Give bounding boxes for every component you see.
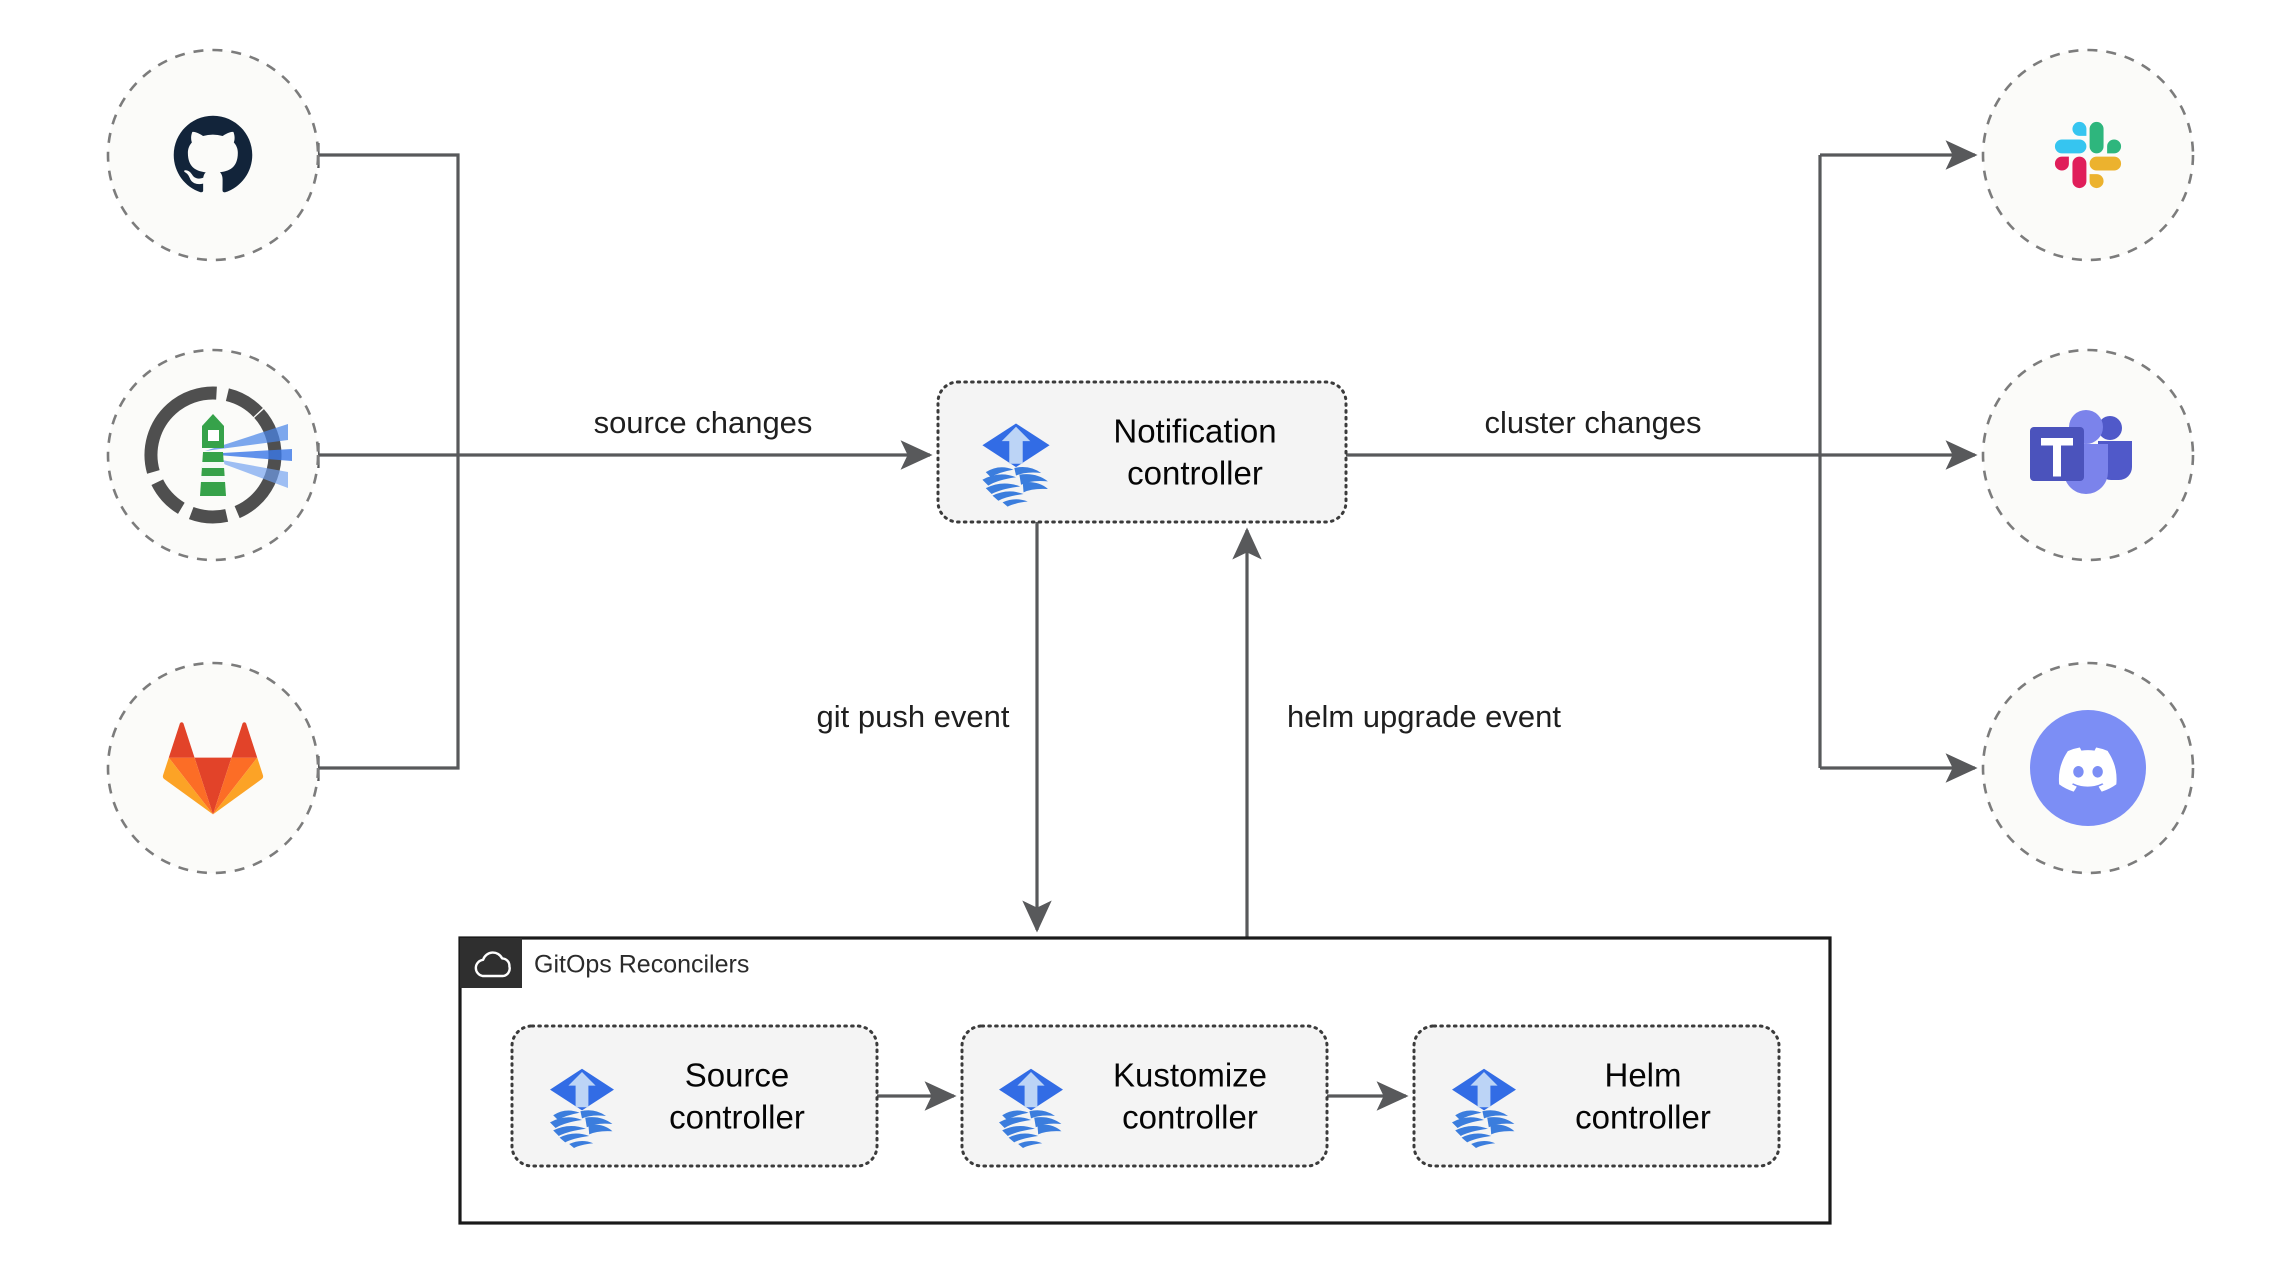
source-controller-label-line2: controller: [669, 1099, 805, 1136]
source-node-flux[interactable]: [106, 348, 320, 562]
group-title: GitOps Reconcilers: [534, 951, 749, 979]
microsoft-teams-icon: [2030, 410, 2132, 494]
helm-controller-label-line2: controller: [1575, 1099, 1711, 1136]
cloud-icon: [474, 951, 511, 978]
destination-node-discord[interactable]: [1981, 661, 2195, 875]
edge-label-helm-upgrade-event: helm upgrade event: [1287, 699, 1561, 734]
notification-controller-label-line2: controller: [1127, 455, 1263, 492]
helm-controller-label-line1: Helm: [1604, 1057, 1681, 1094]
source-controller-label-line1: Source: [685, 1057, 790, 1094]
notification-controller-node[interactable]: Notification controller: [936, 380, 1348, 524]
github-icon: [173, 115, 253, 193]
source-node-gitlab[interactable]: [106, 661, 320, 875]
helm-controller-node[interactable]: Helm controller: [1412, 1024, 1781, 1168]
gitlab-icon: [162, 722, 264, 815]
flux-lighthouse-icon: [144, 386, 292, 524]
node-circle: [106, 48, 320, 262]
notification-controller-label-line1: Notification: [1113, 413, 1276, 450]
group-badge: [460, 938, 522, 988]
destination-node-teams[interactable]: [1981, 348, 2195, 562]
discord-icon: [2030, 710, 2146, 826]
kustomize-controller-node[interactable]: Kustomize controller: [960, 1024, 1329, 1168]
kustomize-controller-label-line1: Kustomize: [1113, 1057, 1267, 1094]
edge-github-to-bus: [318, 153, 460, 455]
edge-label-cluster-changes: cluster changes: [1484, 405, 1701, 440]
source-controller-node[interactable]: Source controller: [510, 1024, 879, 1168]
node-circle: [1981, 48, 2195, 262]
edge-label-source-changes: source changes: [594, 405, 813, 440]
slack-icon: [2054, 121, 2122, 189]
destination-node-slack[interactable]: [1981, 48, 2195, 262]
kustomize-controller-label-line2: controller: [1122, 1099, 1258, 1136]
source-node-github[interactable]: [106, 48, 320, 262]
group-border: [458, 936, 1832, 1225]
edge-gitlab-to-bus: [318, 455, 460, 770]
edge-label-git-push-event: git push event: [816, 699, 1009, 734]
